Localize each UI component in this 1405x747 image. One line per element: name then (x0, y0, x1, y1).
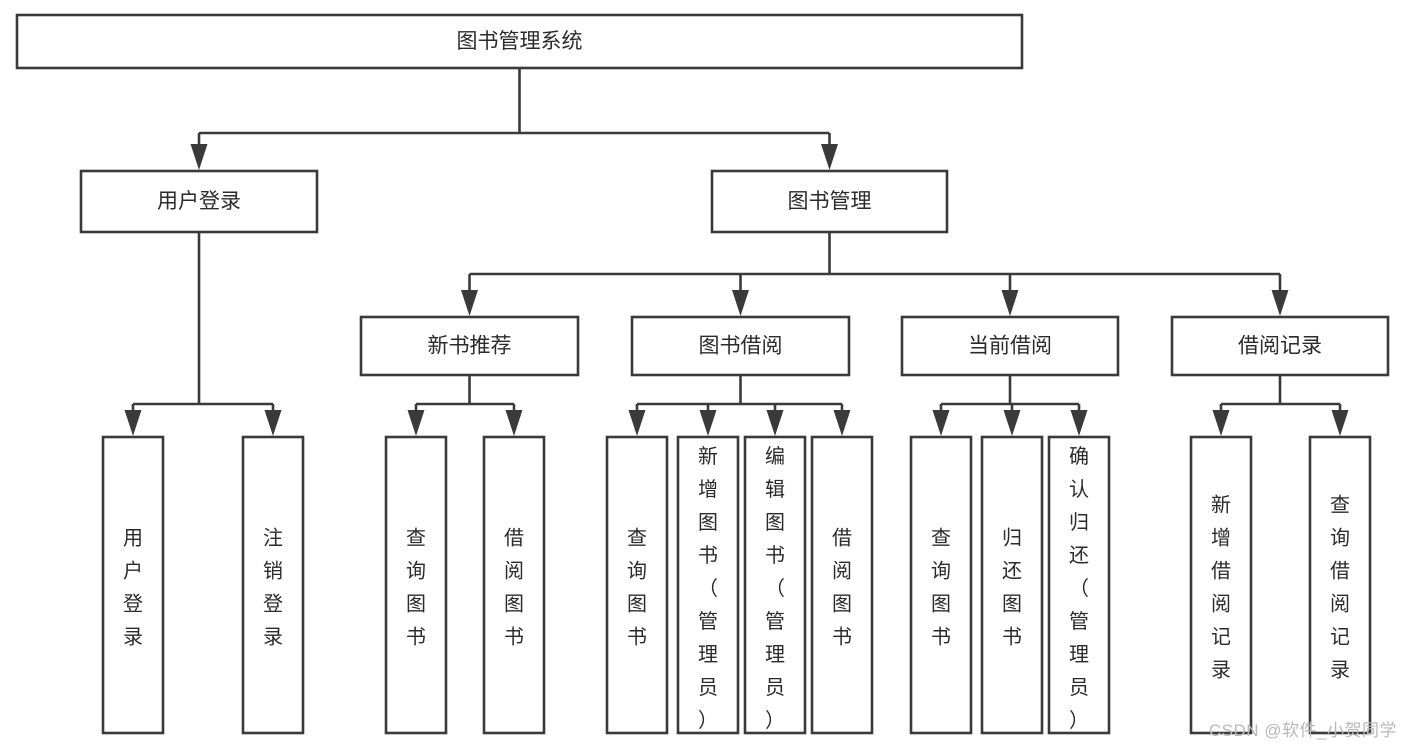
node-user-login[interactable]: 用户登录 (79, 169, 319, 234)
node-leaf-logout[interactable]: 注销登录 (241, 435, 305, 735)
node-label: 新增借阅记录 (1211, 494, 1231, 682)
node-layer: 图书管理系统用户登录图书管理新书推荐图书借阅当前借阅借阅记录用户登录注销登录查询… (15, 13, 1390, 735)
node-leaf-return-book[interactable]: 归还图书 (980, 435, 1044, 735)
csdn-watermark: CSDN @软件_小贺同学 (1208, 721, 1397, 740)
connector-group-current-borrow (932, 375, 1088, 436)
node-label: 借阅图书 (504, 527, 524, 649)
node-label: 查询图书 (406, 527, 426, 649)
node-leaf-borrow-book-1[interactable]: 借阅图书 (482, 435, 546, 735)
node-leaf-user-login[interactable]: 用户登录 (101, 435, 165, 735)
node-label: 图书管理系统 (457, 30, 583, 53)
node-leaf-query-book-3[interactable]: 查询图书 (909, 435, 973, 735)
node-label: 用户登录 (123, 528, 143, 649)
node-leaf-add-borrow-record[interactable]: 新增借阅记录 (1189, 435, 1253, 735)
node-leaf-edit-book-admin[interactable]: 编辑图书（管理员） (743, 435, 807, 735)
node-leaf-confirm-return-admin[interactable]: 确认归还（管理员） (1047, 435, 1111, 735)
node-label: 注销登录 (263, 527, 283, 649)
node-label: 借阅图书 (832, 527, 852, 649)
node-label: 当前借阅 (968, 335, 1052, 358)
node-leaf-query-borrow-record[interactable]: 查询借阅记录 (1308, 435, 1372, 735)
node-label: 用户登录 (157, 190, 241, 213)
connector-layer (124, 68, 1349, 436)
node-label: 借阅记录 (1238, 335, 1322, 358)
node-label: 查询图书 (931, 527, 951, 649)
node-book-manage[interactable]: 图书管理 (710, 169, 949, 234)
node-label: 新增图书（管理员） (698, 445, 718, 732)
node-current-borrow[interactable]: 当前借阅 (900, 315, 1120, 377)
connector-group-borrow-record (1212, 375, 1349, 436)
node-label: 图书借阅 (699, 335, 783, 358)
node-label: 归还图书 (1002, 527, 1022, 649)
node-label: 新书推荐 (428, 335, 512, 358)
node-label: 确认归还（管理员） (1069, 445, 1089, 732)
connector-group-book-manage (461, 232, 1289, 316)
node-leaf-add-book-admin[interactable]: 新增图书（管理员） (676, 435, 740, 735)
node-label: 查询借阅记录 (1330, 494, 1350, 682)
node-new-book-rec[interactable]: 新书推荐 (359, 315, 580, 377)
connector-group-new-book-rec (407, 375, 523, 436)
node-label: 图书管理 (788, 190, 872, 213)
node-leaf-borrow-book-2[interactable]: 借阅图书 (810, 435, 874, 735)
node-leaf-query-book-2[interactable]: 查询图书 (605, 435, 669, 735)
connector-group-user-login (124, 232, 282, 436)
node-book-borrow[interactable]: 图书借阅 (630, 315, 851, 377)
node-borrow-record[interactable]: 借阅记录 (1170, 315, 1390, 377)
node-root[interactable]: 图书管理系统 (15, 13, 1024, 70)
node-label: 编辑图书（管理员） (765, 445, 785, 732)
connector-group-book-borrow (628, 375, 851, 436)
node-label: 查询图书 (627, 527, 647, 649)
connector-group-root (190, 68, 838, 170)
node-leaf-query-book-1[interactable]: 查询图书 (384, 435, 448, 735)
